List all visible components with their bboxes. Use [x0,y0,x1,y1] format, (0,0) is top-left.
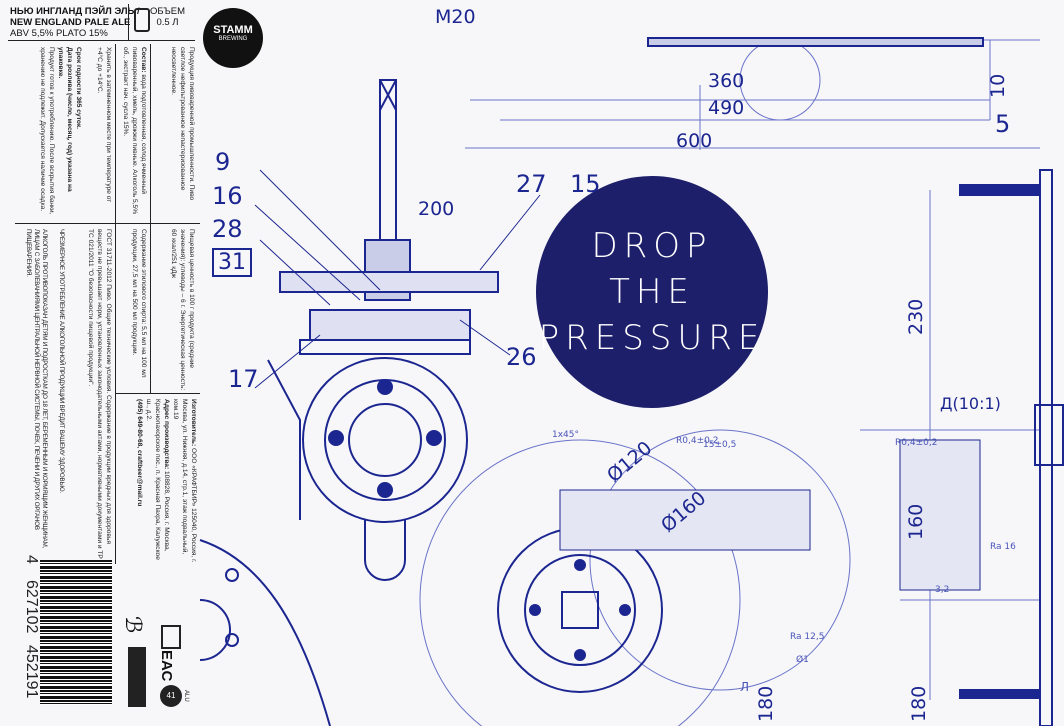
volume-label: ОБЪЕМ [149,6,186,17]
dim-label: 15 [570,170,601,198]
warning-contraindicated: АЛКОГОЛЬ ПРОТИВОПОКАЗАН ДЕТЯМ И ПОДРОСТК… [25,229,48,549]
logo-text: STAMM [213,24,253,36]
dim-label: 26 [506,343,537,371]
dim-label: R0,4±0,2 [895,438,938,448]
bottling-date: Дата розлива (число, месяц, год) указана… [57,47,73,192]
recycle-code: 41 [166,691,176,700]
recycle-icon: 41 [160,685,182,707]
title-line-3: PRESSURE [538,318,766,358]
product-name-en: NEW ENGLAND PALE ALE [10,17,131,28]
eac-mark: ЕАС [158,650,175,682]
composition-value: вода подготовленная, солод ячменный пиво… [122,47,147,215]
food-safe-icon [161,625,181,649]
alcohol-content-text: Содержание этилового спирта: 5,5 мл на 1… [131,229,147,378]
composition-text: Состав: вода подготовленная, солод ячмен… [115,44,150,222]
product-type-text: Продукция пивоваренной промышленности. П… [170,47,195,201]
contact: (495) 649-80-68, craftbeer@mail.ru [136,399,143,507]
ready-text: Продукт готов к употреблению. После вскр… [39,47,55,215]
dim-label: 3,2 [935,585,950,595]
divider [8,40,195,41]
storage-text: Хранить в затемненном месте при температ… [96,47,112,203]
dim-label: 31 [212,248,252,277]
dim-label: Ra 16 [990,542,1016,552]
dim-label: Д(10:1) [940,394,1001,413]
volume-value: 0.5 Л [156,17,179,28]
title-line-1: DROP [591,226,713,266]
maker-label: Изготовитель: [190,399,197,447]
dim-label: 360 [708,70,745,92]
dim-label: 180 [755,685,777,722]
warning-excessive: ЧРЕЗМЕРНОЕ УПОТРЕБЛЕНИЕ АЛКОГОЛЬНОЙ ПРОД… [58,229,65,493]
nutrition-text: Пищевая ценность в 100 г продукта (средн… [170,229,195,391]
title-line-2: THE [609,272,695,312]
barcode [40,560,112,705]
dim-label: Л [740,680,750,694]
dim-label: 10 [987,73,1009,98]
product-name-ru: НЬЮ ИНГЛАНД ПЭЙЛ ЭЛЬ / [10,6,140,17]
dim-label: 600 [676,130,713,152]
divider [128,4,129,40]
barcode-left-digits: 627102 [23,580,40,634]
address-label: Адрес производства: [163,399,170,470]
product-specs: ABV 5,5% PLATO 15% [10,28,108,39]
logo-sub: BREWING [218,36,248,42]
dim-label: 200 [418,198,455,220]
gost-text: ГОСТ 31711-2012 Пиво. Общие технические … [87,229,112,559]
barcode-right-digits: 452191 [23,645,40,699]
ball-logo-icon: ℬ [121,616,146,634]
product-header: НЬЮ ИНГЛАНД ПЭЙЛ ЭЛЬ / NEW ENGLAND PALE … [10,6,140,39]
dim-label: 160 [905,503,927,540]
divider [15,223,200,224]
dim-label: 1x45° [552,430,580,440]
maker-value: ООО «КРАФТБИР» 125040, Россия, г. Москва… [172,399,197,563]
address-value: 108828, Россия, г. Москва, Краснопахорск… [145,399,170,560]
dim-label: 17 [228,365,259,393]
dim-label: 490 [708,97,745,119]
recycle-sub: ALU [183,690,189,702]
divider [115,44,116,564]
divider [115,393,200,394]
dim-label: M20 [435,6,476,28]
shelf-life-label: Срок годности 365 суток. [75,47,82,129]
composition-label: Состав: [140,47,147,73]
dim-label: 5 [995,110,1011,138]
dim-label: 9 [215,148,231,176]
title-circle: DROP THE PRESSURE [536,176,768,408]
dim-label: 15±0,5 [703,440,737,450]
dim-label: 27 [516,170,547,198]
dim-label: 230 [905,298,927,335]
dim-label: 28 [212,215,243,243]
shelf-life-text: Срок годности 365 суток.Дата розлива (чи… [15,44,85,222]
divider [150,44,151,394]
can-icon [134,8,150,32]
barcode-first-digit: 4 [23,555,40,564]
dim-label: 16 [212,182,243,210]
manufacturer-text: Изготовитель: ООО «КРАФТБИР» 125040, Рос… [115,396,200,566]
dim-label: Ra 12,5 [790,632,825,642]
dim-label: Ø1 [796,655,809,665]
black-bar [128,647,146,707]
dim-label: R0,4±0,2 [676,436,719,446]
dim-label: 180 [908,685,930,722]
